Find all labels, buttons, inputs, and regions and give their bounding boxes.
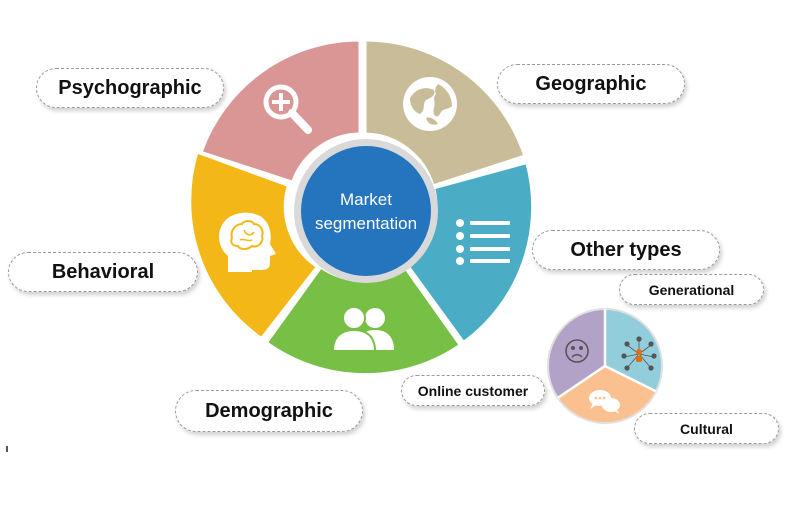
list-icon	[456, 219, 510, 265]
center-title: Market segmentation	[298, 182, 434, 242]
sub-segment-online-customer	[548, 309, 605, 398]
stray-mark	[6, 446, 8, 452]
head-brain-icon	[219, 212, 276, 272]
center-circle	[301, 146, 431, 276]
center-title-line2: segmentation	[314, 214, 418, 233]
label-geographic: Geographic	[497, 64, 685, 104]
label-cultural: Cultural	[634, 413, 779, 444]
label-demographic: Demographic	[175, 390, 363, 432]
chat-bubbles-icon	[589, 390, 620, 414]
label-generational: Generational	[619, 274, 764, 305]
segment-psychographic	[199, 38, 362, 185]
label-online-customer: Online customer	[401, 375, 545, 406]
network-people-icon	[621, 336, 657, 371]
magnifier-plus-icon	[263, 84, 312, 134]
label-behavioral: Behavioral	[8, 252, 198, 292]
sad-face-icon	[565, 339, 589, 363]
label-other-types: Other types	[532, 230, 720, 270]
people-icon	[331, 306, 394, 352]
label-psychographic: Psychographic	[36, 68, 224, 108]
center-title-line1: Market	[340, 190, 392, 209]
main-pie	[188, 38, 535, 377]
globe-icon	[403, 77, 457, 131]
